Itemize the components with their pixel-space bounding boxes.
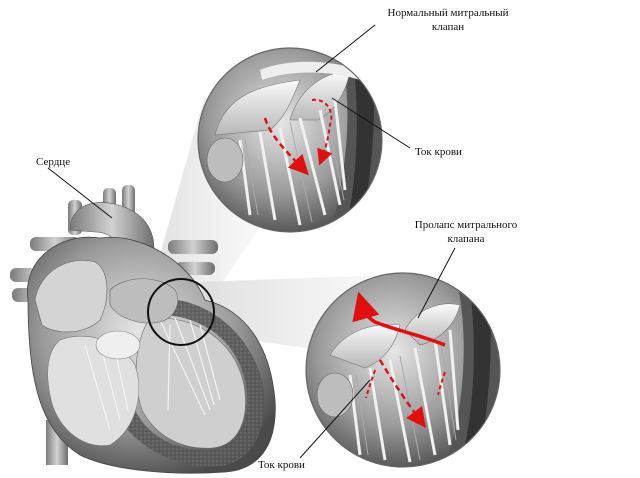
chordae-tendineae: [159, 317, 221, 416]
label-heart: Сердце: [36, 156, 70, 168]
leader-prolapse: [417, 247, 456, 319]
tricuspid-valve: [95, 330, 141, 360]
label-normal-valve-line1: Нормальный митральный: [388, 7, 509, 19]
label-normal-valve-line2: клапан: [432, 21, 464, 33]
mitral-valve-highlight-circle: [147, 278, 215, 346]
normal-valve-magnified: [197, 47, 383, 233]
prolapse-flow-arrow-1: [378, 359, 426, 429]
leader-heart: [47, 167, 113, 219]
prolapse-flow-arrow-3: [437, 371, 446, 396]
pulmonary-vessel-right-1: [168, 240, 218, 254]
right-atrium: [34, 260, 108, 333]
leader-blood-flow-top: [331, 97, 411, 149]
normal-leaflet-anterior: [214, 79, 301, 136]
prolapse-flow-arrow-2: [365, 369, 376, 399]
normal-flow-arrow-1: [263, 117, 309, 176]
leader-lines: [47, 24, 456, 459]
left-atrium: [109, 278, 179, 324]
prolapse-leaflet-anterior: [329, 324, 401, 369]
prolapse-valve-magnified: [305, 272, 501, 468]
normal-flow-arrow-2: [311, 98, 333, 166]
leader-normal-valve: [315, 24, 376, 73]
leader-blood-flow-bottom: [299, 379, 371, 459]
label-prolapse-line2: клапана: [447, 233, 484, 245]
label-blood-flow-top: Ток крови: [415, 146, 462, 158]
label-prolapse-line1: Пролапс митрального: [415, 219, 518, 231]
labels: Сердце Нормальный митральный клапан Ток …: [36, 7, 518, 471]
myocardium-wall: [120, 298, 265, 467]
label-blood-flow-bottom: Ток крови: [258, 459, 305, 471]
prolapse-regurgitation-arrow: [352, 291, 446, 347]
heart-illustration: [10, 185, 276, 474]
right-chordae: [84, 342, 129, 431]
